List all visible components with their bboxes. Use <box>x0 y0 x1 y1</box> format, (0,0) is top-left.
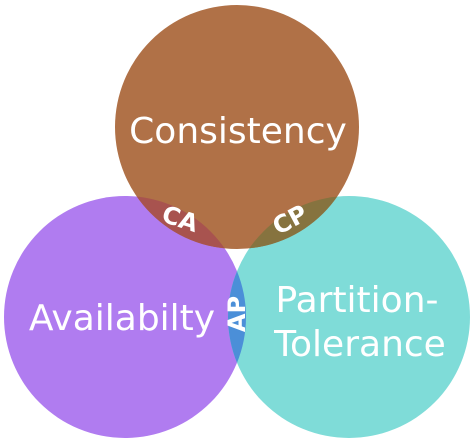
availability-label: Availabilty <box>29 298 215 339</box>
partition-label-line2: Tolerance <box>273 324 446 365</box>
partition-tolerance-circle <box>228 196 470 438</box>
ap-label: AP <box>223 296 251 332</box>
consistency-label: Consistency <box>129 111 347 152</box>
availability-circle <box>4 196 246 438</box>
partition-label-line1: Partition- <box>275 280 438 321</box>
consistency-circle <box>115 5 359 249</box>
